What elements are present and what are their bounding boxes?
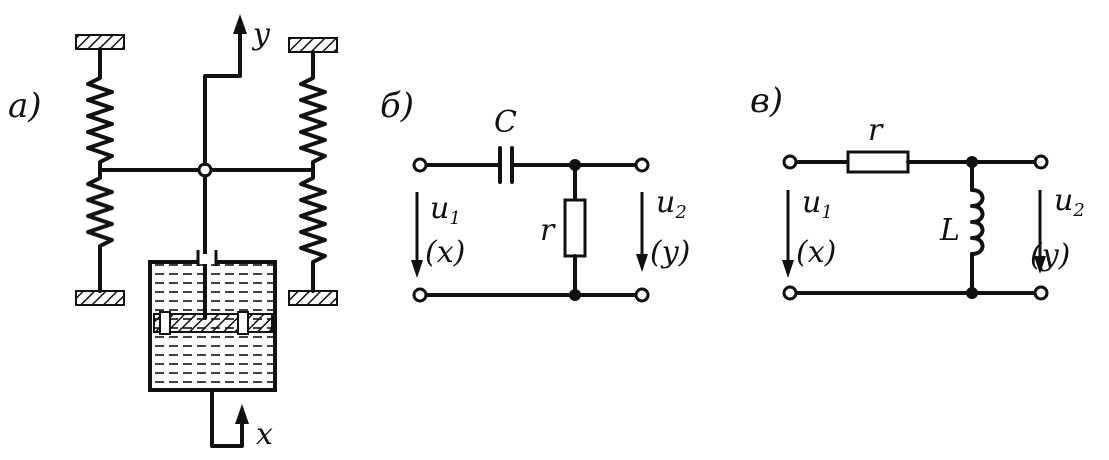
input-label: x xyxy=(256,417,273,452)
u2-label: u2 xyxy=(656,185,687,223)
rod-opening xyxy=(198,254,216,264)
panel-c-label: в) xyxy=(750,81,783,121)
u1-label: u1 xyxy=(802,185,833,223)
u1-label: u1 xyxy=(430,191,461,229)
input-terminal-bottom xyxy=(412,287,428,303)
right-lower-spring xyxy=(299,168,327,293)
series-resistor-label: r xyxy=(868,113,884,148)
input-terminal-bottom xyxy=(782,285,798,301)
input-arrow xyxy=(235,404,249,424)
output-arrow xyxy=(233,14,247,34)
junction-top xyxy=(569,159,581,171)
output-label: y xyxy=(251,17,271,52)
y-label: (y) xyxy=(650,235,690,270)
bottom-left-ground xyxy=(75,290,125,306)
piston-plate xyxy=(153,313,273,333)
shunt-inductor xyxy=(970,188,985,256)
junction-bottom xyxy=(966,287,978,299)
output-terminal-top xyxy=(1033,154,1049,170)
right-upper-spring xyxy=(299,50,327,172)
input-terminal-top xyxy=(782,154,798,170)
junction-top xyxy=(966,156,978,168)
panel-c-rl-circuit: в) r L u1 (x) u2 (y) xyxy=(750,81,1085,301)
x-label: (x) xyxy=(425,235,465,270)
panel-b-label: б) xyxy=(380,86,414,126)
output-terminal-bottom xyxy=(634,287,650,303)
left-lower-spring xyxy=(86,168,114,293)
x-label: (x) xyxy=(796,235,836,270)
output-terminal-bottom xyxy=(1033,285,1049,301)
shunt-resistor xyxy=(563,198,587,258)
left-upper-spring xyxy=(86,47,114,172)
series-resistor xyxy=(846,150,910,174)
junction-bottom xyxy=(569,289,581,301)
u2-label: u2 xyxy=(1054,183,1085,221)
inductor-label: L xyxy=(939,213,960,248)
panel-b-rc-circuit: б) C r u1 (x) u2 (y) xyxy=(380,86,690,303)
panel-a-mechanism: а) y x xyxy=(8,14,338,452)
top-left-ground xyxy=(75,34,125,50)
y-label: (y) xyxy=(1030,238,1070,273)
output-terminal-top xyxy=(634,157,650,173)
input-rod xyxy=(210,388,244,448)
input-terminal-top xyxy=(412,157,428,173)
resistor-label: r xyxy=(540,213,556,248)
panel-a-label: а) xyxy=(8,86,42,126)
capacitor-label: C xyxy=(494,105,517,140)
output-rod xyxy=(203,28,242,166)
top-right-ground xyxy=(288,37,338,53)
bottom-right-ground xyxy=(288,290,338,306)
